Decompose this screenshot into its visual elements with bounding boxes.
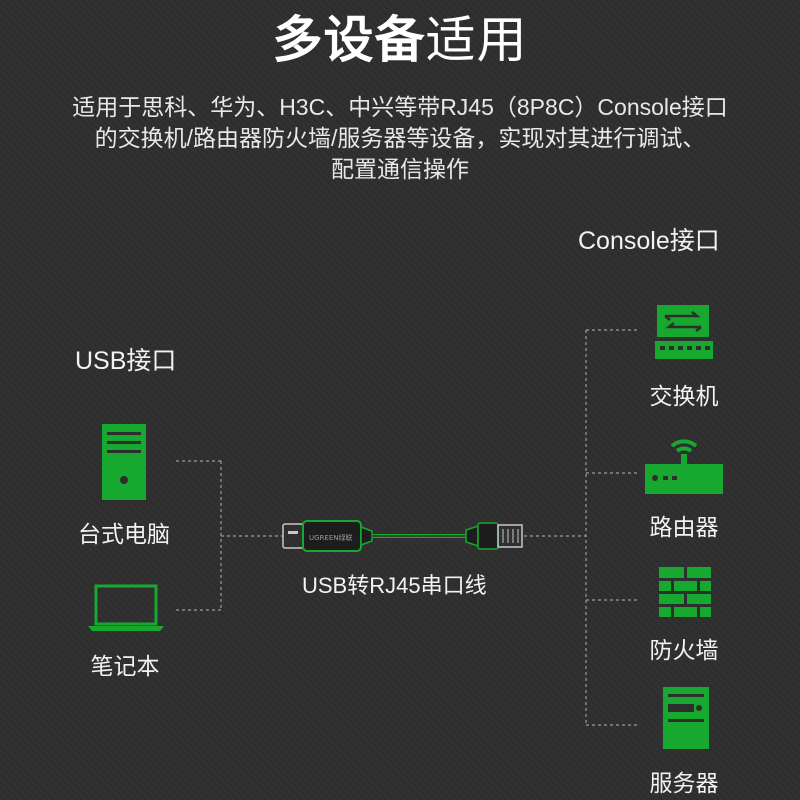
firewall-icon bbox=[659, 567, 711, 617]
title-normal: 适用 bbox=[425, 12, 528, 68]
desktop-tower-icon bbox=[102, 424, 146, 500]
device-label-laptop: 笔记本 bbox=[90, 653, 160, 679]
description-line-1: 适用于思科、华为、H3C、中兴等带RJ45（8P8C）Console接口 bbox=[72, 94, 728, 120]
cable-label: USB转RJ45串口线 bbox=[302, 573, 487, 598]
page-title: 多设备适用 bbox=[0, 10, 800, 70]
rj45-boot bbox=[465, 524, 479, 548]
usb-strain-relief bbox=[360, 525, 373, 547]
console-interface-heading: Console接口 bbox=[578, 227, 720, 255]
cable-brand-text: UGREEN绿联 bbox=[309, 533, 353, 542]
switch-icon bbox=[655, 305, 713, 359]
rj45-head bbox=[497, 524, 523, 548]
device-label-switch: 交换机 bbox=[649, 383, 719, 409]
title-strong: 多设备 bbox=[272, 12, 426, 68]
description-line-2: 的交换机/路由器防火墙/服务器等设备，实现对其进行调试、 bbox=[94, 125, 706, 151]
router-icon bbox=[645, 439, 723, 494]
device-label-desktop: 台式电脑 bbox=[78, 521, 170, 547]
server-icon bbox=[663, 687, 709, 749]
device-label-server: 服务器 bbox=[649, 770, 719, 796]
description: 适用于思科、华为、H3C、中兴等带RJ45（8P8C）Console接口 的交换… bbox=[40, 92, 760, 185]
rj45-boot-body bbox=[477, 522, 499, 550]
laptop-icon bbox=[88, 584, 164, 631]
device-label-router: 路由器 bbox=[649, 514, 719, 540]
usb-interface-heading: USB接口 bbox=[75, 347, 177, 375]
device-label-firewall: 防火墙 bbox=[649, 637, 719, 663]
description-line-3: 配置通信操作 bbox=[331, 156, 469, 182]
usb-plug-contact bbox=[288, 531, 298, 534]
usb-rj45-cable: UGREEN绿联 bbox=[282, 520, 523, 552]
usb-plug-metal bbox=[282, 523, 304, 549]
